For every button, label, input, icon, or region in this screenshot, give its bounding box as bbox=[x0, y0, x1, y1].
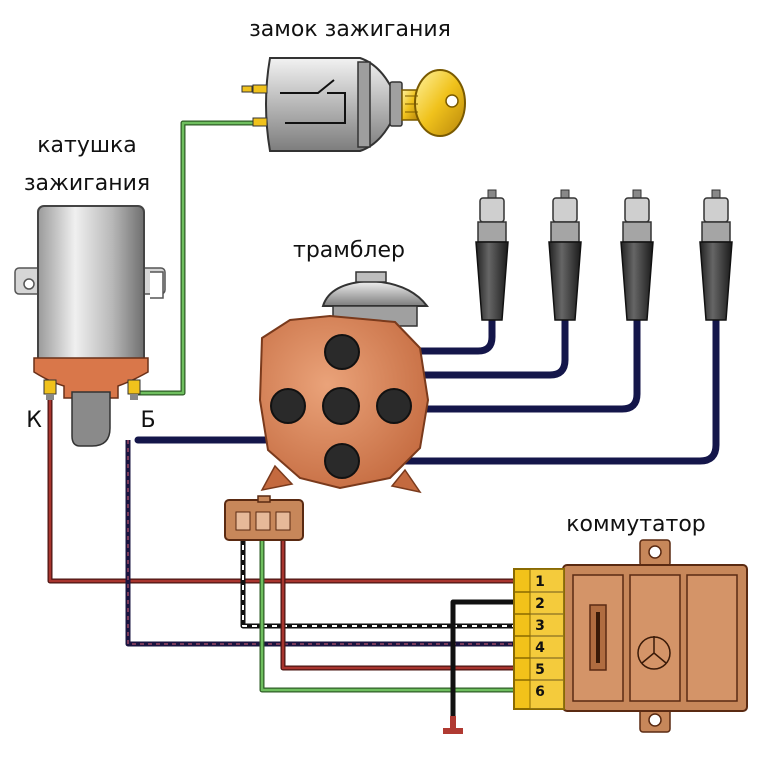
ignition-key bbox=[401, 69, 466, 137]
wire-connector-to-pin6 bbox=[259, 535, 516, 693]
wire-connector-to-pin3 bbox=[240, 535, 516, 629]
commutator-pin-2: 2 bbox=[535, 596, 545, 612]
commutator-pin-5: 5 bbox=[535, 662, 545, 678]
spark-plug bbox=[620, 189, 654, 321]
distributor bbox=[258, 271, 430, 494]
ignition-coil bbox=[14, 205, 166, 447]
distributor-connector bbox=[224, 495, 304, 541]
hv-wires bbox=[134, 308, 720, 465]
spark-plug bbox=[475, 189, 509, 321]
wire-switch-to-coil-b bbox=[138, 120, 268, 396]
spark-plug bbox=[699, 189, 733, 321]
label-distributor: трамблер bbox=[293, 238, 405, 263]
commutator-pin-4: 4 bbox=[535, 640, 545, 656]
commutator-pin-1: 1 bbox=[535, 574, 545, 590]
label-ignition-coil-line2: зажигания bbox=[24, 171, 150, 196]
label-coil-terminal-k: К bbox=[26, 408, 42, 433]
wire-pin2-to-ground bbox=[450, 599, 516, 730]
label-coil-terminal-b: Б bbox=[140, 408, 155, 433]
commutator bbox=[513, 539, 748, 733]
wire-coil-k-to-pin1 bbox=[47, 395, 516, 584]
wire-connector-to-pin5 bbox=[280, 535, 516, 671]
label-commutator: коммутатор bbox=[566, 512, 706, 537]
label-ignition-coil-line1: катушка bbox=[37, 133, 137, 158]
label-ignition-switch: замок зажигания bbox=[249, 17, 451, 42]
spark-plug bbox=[548, 189, 582, 321]
commutator-pin-6: 6 bbox=[535, 684, 545, 700]
ground-terminal bbox=[443, 728, 463, 734]
wire-coil-b-to-pin4 bbox=[125, 440, 516, 647]
commutator-pin-3: 3 bbox=[535, 618, 545, 634]
ignition-switch bbox=[241, 57, 403, 152]
